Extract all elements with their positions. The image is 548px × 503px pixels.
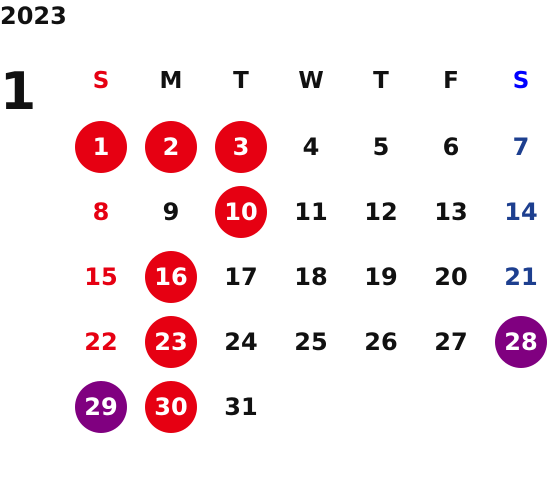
day-number: 26 [364,327,398,356]
day-cell: 14 [486,179,548,244]
day-number: 9 [162,197,180,226]
day-number: 14 [504,197,538,226]
day-cell: 18 [276,244,346,309]
day-cell: 24 [206,309,276,374]
holiday-day-circle: 16 [145,250,197,303]
day-cell: 31 [206,374,276,439]
day-number: 22 [84,327,118,356]
empty-day-cell [276,374,346,439]
day-cell: 20 [416,244,486,309]
weekday-header-row: S M T W T F S [66,48,548,114]
day-number: 19 [364,262,398,291]
day-cell: 17 [206,244,276,309]
day-cell: 7 [486,114,548,179]
holiday-day-circle: 10 [215,185,267,238]
day-number: 12 [364,197,398,226]
empty-day-cell [416,374,486,439]
weekday-header-tue: T [233,68,249,94]
day-cell: 15 [66,244,136,309]
weekday-header-sun: S [92,68,110,94]
day-number: 4 [302,132,320,161]
weekday-header-fri: F [443,68,459,94]
day-cell: 1 [66,114,136,179]
day-cell: 3 [206,114,276,179]
weekday-header-thu: T [373,68,389,94]
day-number: 17 [224,262,258,291]
holiday-day-circle: 1 [75,120,127,173]
day-cell: 6 [416,114,486,179]
week-row: 15 16 17 18 19 20 21 [66,244,548,309]
event-day-circle: 29 [75,380,127,433]
event-day-circle: 28 [495,315,547,368]
day-cell: 29 [66,374,136,439]
day-number: 15 [84,262,118,291]
holiday-day-circle: 2 [145,120,197,173]
day-number: 18 [294,262,328,291]
weekday-header-mon: M [159,68,183,94]
holiday-day-circle: 30 [145,380,197,433]
day-number: 20 [434,262,468,291]
day-cell: 25 [276,309,346,374]
day-cell: 19 [346,244,416,309]
day-cell: 9 [136,179,206,244]
day-number: 6 [442,132,460,161]
day-cell: 26 [346,309,416,374]
day-cell: 27 [416,309,486,374]
day-number: 24 [224,327,258,356]
weekday-header-sat: S [512,68,530,94]
day-cell: 10 [206,179,276,244]
holiday-day-circle: 23 [145,315,197,368]
day-cell: 16 [136,244,206,309]
day-cell: 30 [136,374,206,439]
week-row: 8 9 10 11 12 13 14 [66,179,548,244]
day-number: 7 [512,132,530,161]
day-number: 13 [434,197,468,226]
year-label: 2023 [0,2,67,30]
day-number: 25 [294,327,328,356]
day-cell: 28 [486,309,548,374]
day-cell: 22 [66,309,136,374]
day-number: 27 [434,327,468,356]
month-label: 1 [0,62,37,122]
week-row: 29 30 31 [66,374,548,439]
day-cell: 13 [416,179,486,244]
day-number: 31 [224,392,258,421]
day-cell: 21 [486,244,548,309]
day-cell: 5 [346,114,416,179]
day-number: 21 [504,262,538,291]
day-number: 11 [294,197,328,226]
weekday-header-wed: W [298,68,324,94]
week-row: 22 23 24 25 26 27 28 [66,309,548,374]
day-number: 8 [92,197,110,226]
day-cell: 23 [136,309,206,374]
holiday-day-circle: 3 [215,120,267,173]
day-number: 5 [372,132,390,161]
day-cell: 11 [276,179,346,244]
empty-day-cell [486,374,548,439]
day-cell: 2 [136,114,206,179]
day-cell: 8 [66,179,136,244]
day-cell: 12 [346,179,416,244]
empty-day-cell [346,374,416,439]
day-cell: 4 [276,114,346,179]
